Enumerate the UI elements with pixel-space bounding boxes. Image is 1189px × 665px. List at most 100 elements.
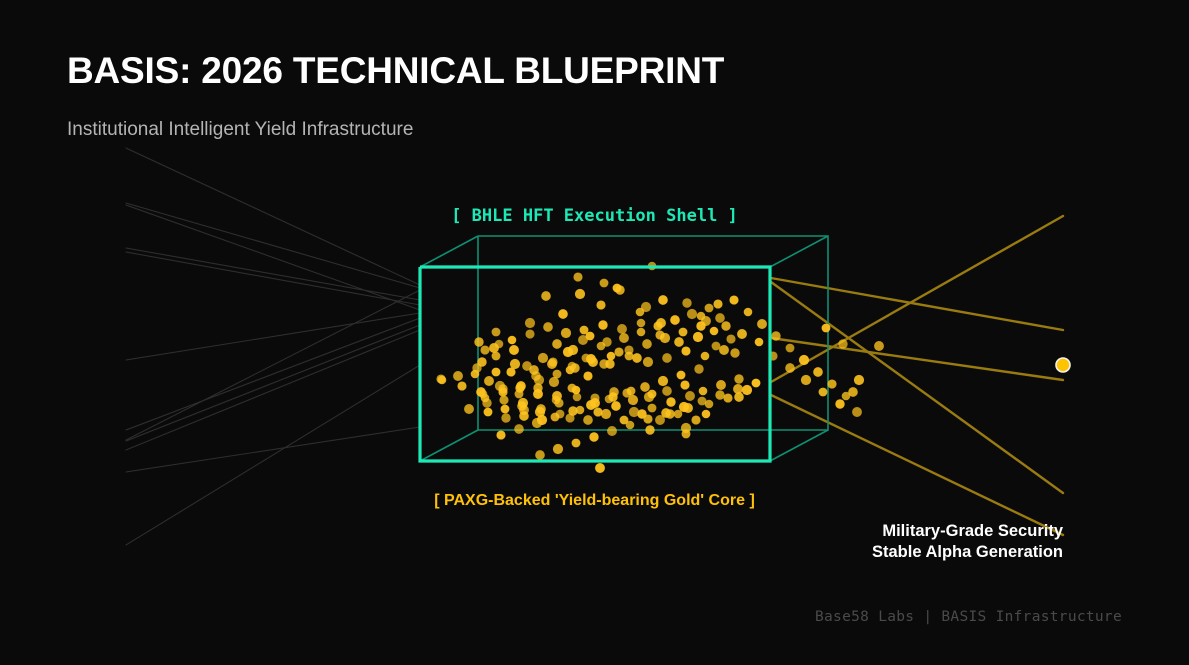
scatter-point [643, 414, 653, 424]
scatter-point [704, 303, 714, 313]
scatter-point [596, 300, 606, 310]
tagline-line-1: Military-Grade Security [882, 522, 1063, 540]
scatter-point [600, 408, 612, 420]
scatter-point [593, 407, 603, 417]
scatter-point [552, 443, 564, 455]
scatter-point [659, 332, 671, 344]
scatter-point [604, 394, 614, 404]
scatter-point [567, 344, 579, 356]
scatter-point [640, 382, 650, 392]
scatter-point [568, 406, 578, 416]
scatter-point [771, 331, 781, 341]
scatter-point [496, 430, 506, 440]
scatter-point [642, 356, 654, 368]
scatter-point [741, 384, 753, 396]
shell-depth-edge [769, 235, 829, 268]
scatter-point [680, 380, 690, 390]
scatter-point [841, 391, 851, 401]
scatter-point [676, 370, 686, 380]
scatter-point [480, 345, 490, 355]
scatter-point [524, 317, 536, 329]
scatter-point [692, 331, 704, 343]
beam-line [769, 336, 1065, 382]
scatter-point [579, 325, 589, 335]
scatter-point [853, 374, 865, 386]
scatter-point [533, 389, 543, 399]
beam-line [769, 393, 1065, 537]
scatter-point [685, 391, 695, 401]
scatter-point [560, 327, 572, 339]
mesh-line [125, 289, 421, 441]
scatter-point [509, 345, 519, 355]
scatter-point [636, 327, 646, 337]
scatter-point [483, 407, 493, 417]
scatter-point [541, 291, 551, 301]
scatter-point [723, 393, 733, 403]
scatter-point [821, 323, 831, 333]
scatter-point [614, 347, 624, 357]
scatter-point [655, 415, 665, 425]
page-title: BASIS: 2026 TECHNICAL BLUEPRINT [67, 50, 725, 91]
scatter-point [662, 353, 672, 363]
scatter-point [838, 339, 848, 349]
scatter-point [501, 413, 511, 423]
scatter-point [636, 318, 646, 328]
scatter-point [548, 376, 560, 388]
scatter-point [754, 337, 764, 347]
scatter-point [477, 357, 487, 367]
scatter-point [558, 309, 568, 319]
scatter-point [506, 367, 516, 377]
scatter-point [575, 405, 585, 415]
scatter-point [666, 397, 676, 407]
core-label: [ PAXG-Backed 'Yield-bearing Gold' Core … [434, 492, 755, 509]
scatter-point [721, 321, 731, 331]
scatter-point [715, 390, 725, 400]
scatter-point [491, 327, 501, 337]
scatter-point [550, 412, 560, 422]
shell-depth-edge [769, 429, 829, 462]
shell-box-front [418, 265, 772, 463]
scatter-point [628, 406, 640, 418]
scatter-point [681, 429, 691, 439]
scatter-point [643, 391, 655, 403]
scatter-point [715, 313, 725, 323]
mesh-line [125, 247, 421, 301]
shell-depth-edge [419, 429, 479, 462]
scatter-point [734, 374, 744, 384]
mesh-line [125, 251, 421, 306]
scatter-point [698, 386, 708, 396]
scatter-point [491, 367, 501, 377]
scatter-point [507, 335, 517, 345]
scatter-point [716, 380, 726, 390]
scatter-point [474, 337, 484, 347]
scatter-point [551, 395, 561, 405]
scatter-point [583, 371, 593, 381]
scatter-point [599, 278, 609, 288]
scatter-point [515, 383, 525, 393]
scatter-point [874, 341, 884, 351]
scatter-point [453, 371, 463, 381]
scatter-point [534, 406, 546, 418]
scatter-point [622, 388, 632, 398]
scatter-point [606, 351, 616, 361]
scatter-point [611, 401, 621, 411]
scatter-point [578, 335, 588, 345]
scatter-point [565, 413, 575, 423]
scatter-point [543, 322, 553, 332]
scatter-point [500, 404, 510, 414]
mesh-line [125, 312, 421, 361]
scatter-point [713, 299, 723, 309]
scatter-point [586, 400, 596, 410]
scatter-point [583, 415, 593, 425]
scatter-point [674, 337, 684, 347]
scatter-point [642, 339, 652, 349]
mesh-line [125, 202, 421, 289]
scatter-point [535, 450, 545, 460]
scatter-point [785, 343, 795, 353]
scatter-point [581, 353, 591, 363]
shell-depth-edge [419, 235, 479, 268]
scatter-point [818, 387, 828, 397]
scatter-point [657, 375, 669, 387]
shell-label: [ BHLE HFT Execution Shell ] [451, 206, 738, 226]
scatter-point [615, 285, 625, 295]
